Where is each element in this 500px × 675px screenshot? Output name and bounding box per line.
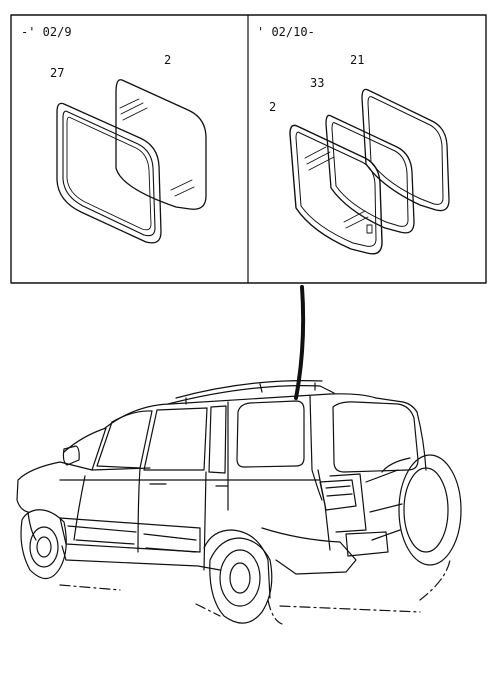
vehicle-illustration	[16, 380, 462, 625]
glass-panel-left	[115, 79, 207, 210]
callout-2-left: 2	[164, 53, 171, 67]
left-panel: -' 02/9 27 2	[21, 25, 207, 244]
left-date-label: -' 02/9	[21, 25, 72, 39]
glass-panel-right	[289, 124, 383, 255]
callout-21: 21	[350, 53, 364, 67]
seal-ring-33	[325, 114, 415, 234]
callout-27: 27	[50, 66, 64, 80]
quarter-glass	[236, 400, 305, 468]
right-panel: ' 02/10- 21 33 2	[257, 25, 450, 255]
seal-ring-21	[361, 88, 450, 212]
callout-2-right: 2	[269, 100, 276, 114]
right-date-label: ' 02/10-	[257, 25, 315, 39]
inset-frame	[10, 14, 487, 284]
seal-ring-27	[56, 102, 162, 244]
leader-line	[294, 285, 306, 400]
callout-33: 33	[310, 76, 324, 90]
